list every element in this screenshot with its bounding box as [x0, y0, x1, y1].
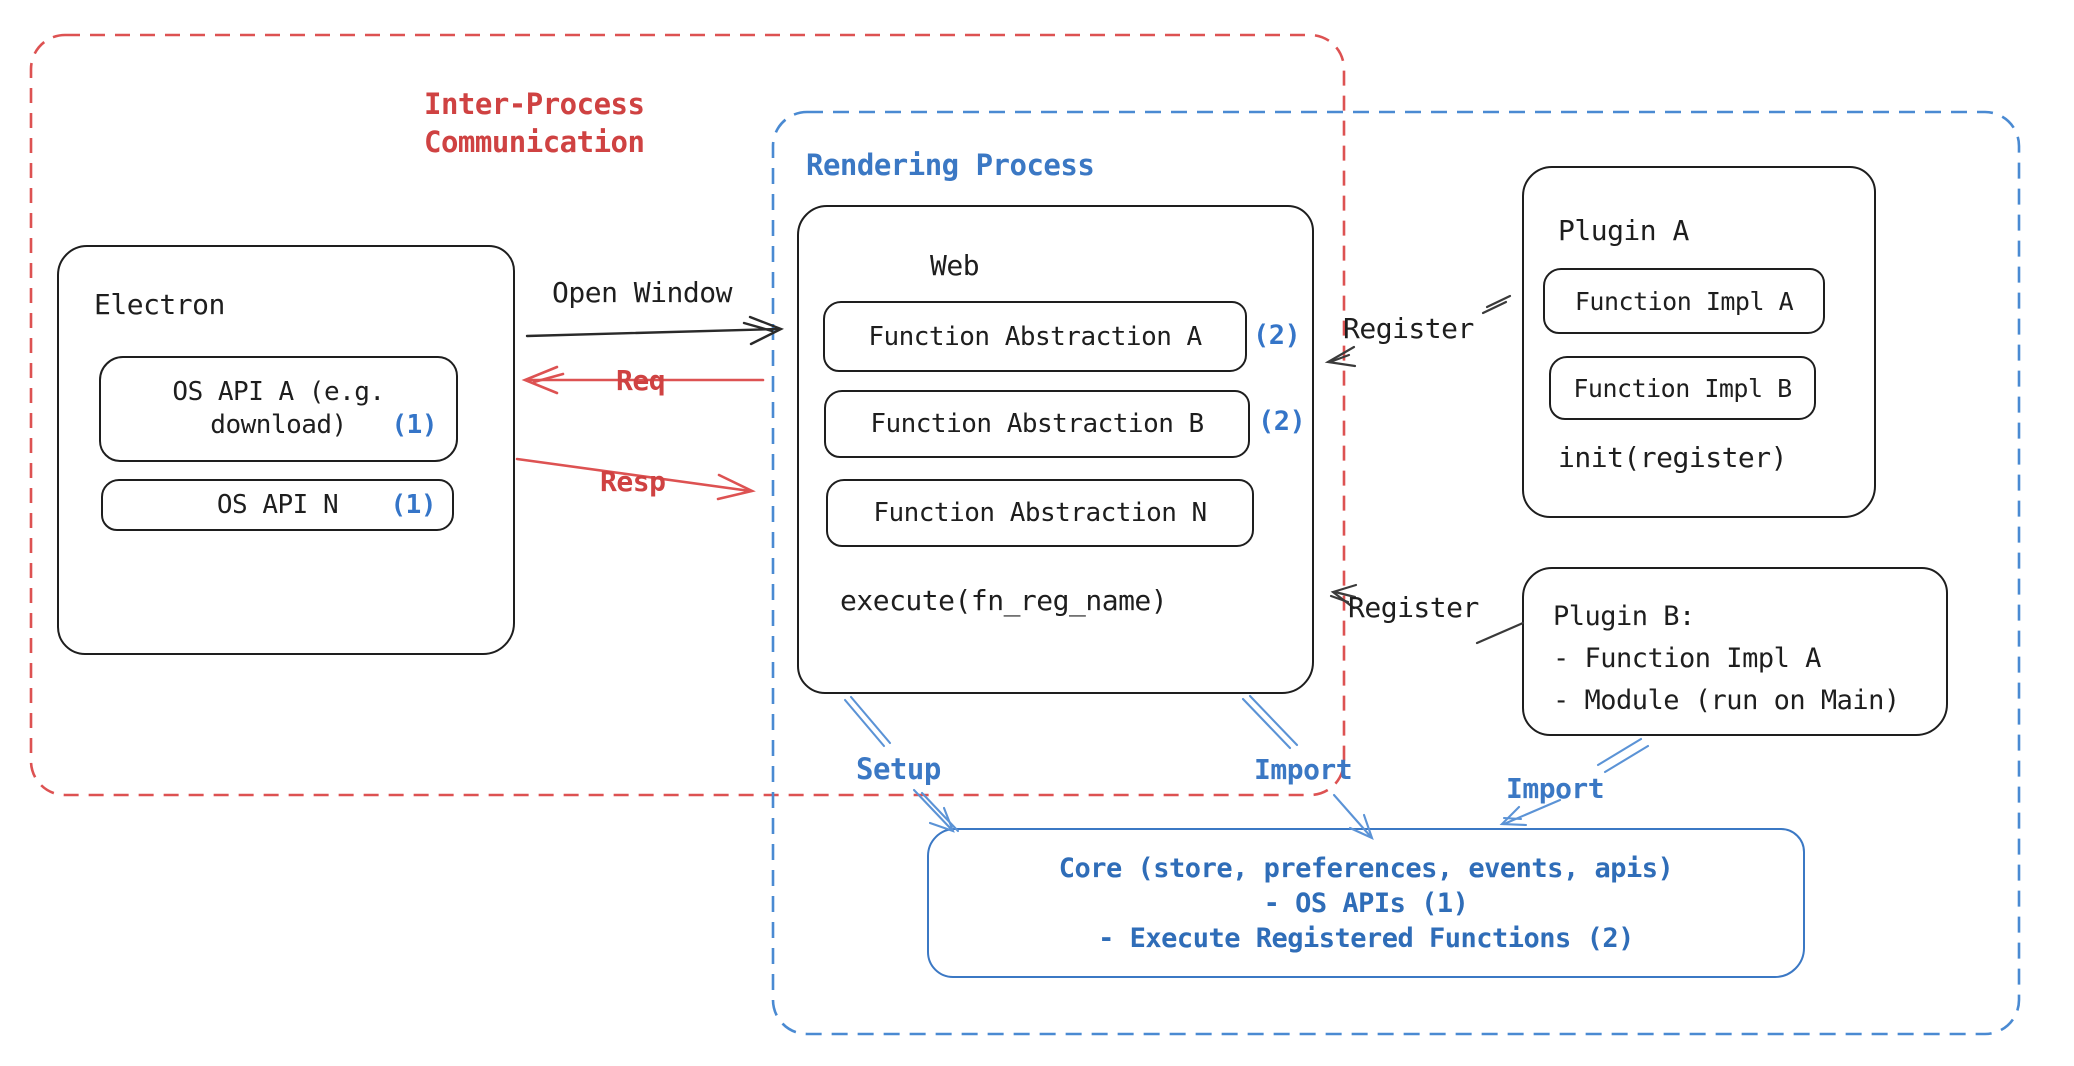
setup-label: Setup [856, 752, 941, 786]
os-api-n-box: OS API N (1) [101, 479, 454, 531]
ipc-boundary-label: Inter-Process Communication [424, 85, 645, 161]
web-title: Web [930, 249, 980, 282]
resp-label: Resp [600, 465, 666, 498]
core-line2: - OS APIs (1) [1263, 887, 1469, 919]
core-line1: Core (store, preferences, events, apis) [1058, 852, 1674, 884]
ipc-label-line1: Inter-Process [424, 87, 645, 121]
plugin-b-text: Plugin B: - Function Impl A - Module (ru… [1553, 596, 1900, 722]
ipc-label-line2: Communication [424, 125, 645, 159]
function-impl-a-box: Function Impl A [1543, 268, 1825, 334]
open-window-arrow [525, 315, 784, 346]
register-plugin-a-label: Register [1343, 312, 1474, 345]
function-abstraction-b-box: Function Abstraction B [824, 390, 1250, 458]
os-api-a-box: OS API A (e.g. download) (1) [99, 356, 458, 462]
electron-title: Electron [94, 288, 225, 321]
os-api-a-line2: download) [210, 410, 347, 440]
plugin-a-title: Plugin A [1558, 214, 1689, 247]
rendering-process-label: Rendering Process [806, 148, 1095, 182]
core-box: Core (store, preferences, events, apis) … [927, 828, 1805, 978]
plugin-b-item-2: - Module (run on Main) [1553, 685, 1900, 716]
function-abstraction-a-box: Function Abstraction A [823, 301, 1247, 372]
function-abstraction-a-ref: (2) [1253, 320, 1301, 351]
os-api-a-line1: OS API A (e.g. [172, 377, 385, 407]
plugin-b-title: Plugin B: [1553, 601, 1695, 632]
os-api-n-ref-badge: (1) [390, 490, 437, 520]
function-impl-b-box: Function Impl B [1549, 356, 1816, 420]
plugin-b-item-1: - Function Impl A [1553, 643, 1821, 674]
open-window-label: Open Window [552, 276, 732, 309]
import-web-label: Import [1254, 753, 1353, 786]
import-plugin-b-label: Import [1506, 772, 1605, 805]
plugin-a-init-label: init(register) [1558, 441, 1788, 474]
function-abstraction-b-ref: (2) [1258, 406, 1306, 437]
core-line3: - Execute Registered Functions (2) [1098, 922, 1634, 954]
execute-label: execute(fn_reg_name) [840, 584, 1168, 617]
os-api-a-ref-badge: (1) [391, 410, 438, 440]
os-api-n-label: OS API N [216, 490, 339, 520]
req-label: Req [616, 364, 666, 397]
register-plugin-b-label: Register [1348, 591, 1479, 624]
function-abstraction-n-box: Function Abstraction N [826, 479, 1254, 547]
